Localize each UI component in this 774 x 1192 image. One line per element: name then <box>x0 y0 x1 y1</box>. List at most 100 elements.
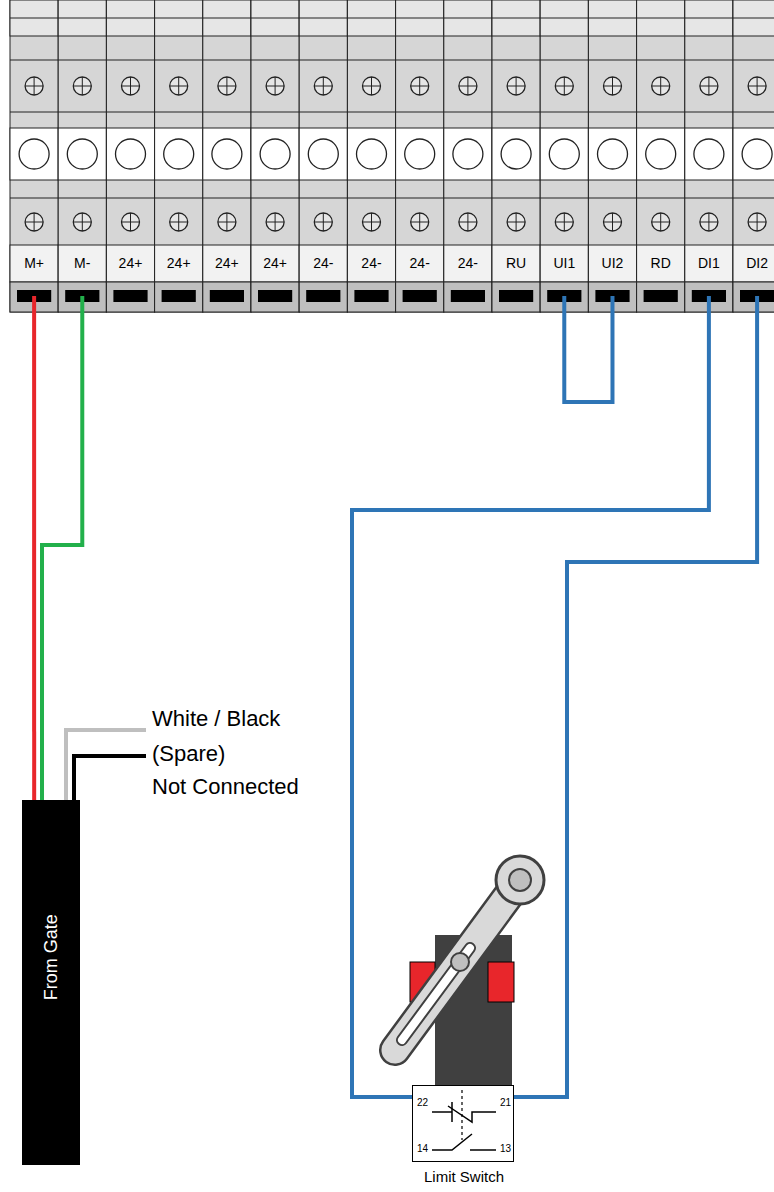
terminal-label: M- <box>74 255 90 271</box>
terminal-edge <box>106 112 154 113</box>
screw <box>122 213 140 231</box>
test-hole <box>549 139 579 169</box>
screw-slot <box>757 77 758 95</box>
terminal-label-cell <box>106 245 154 282</box>
terminal-edge <box>58 198 106 199</box>
screw-slot <box>419 213 420 231</box>
terminal-window <box>685 128 733 180</box>
screw <box>555 77 573 95</box>
no-contact <box>432 1134 472 1150</box>
terminal-edge <box>251 18 299 19</box>
terminal-edge <box>685 60 733 61</box>
terminal-edge <box>58 60 106 61</box>
screw <box>507 213 525 231</box>
terminal-edge <box>685 198 733 199</box>
terminal-edge <box>299 198 347 199</box>
terminal-header <box>203 0 251 36</box>
terminal-block <box>155 0 203 312</box>
terminal-header <box>637 0 685 36</box>
terminal-label: 24+ <box>167 255 191 271</box>
screw-slot <box>226 213 227 231</box>
screw-slot <box>467 213 468 231</box>
terminal-label: DI1 <box>698 255 720 271</box>
terminal-label: DI2 <box>746 255 768 271</box>
screw <box>314 77 332 95</box>
terminal-header <box>588 0 636 36</box>
terminal-label: 24- <box>361 255 381 271</box>
terminal-block <box>251 0 299 312</box>
screw-slot <box>516 77 517 95</box>
terminal-node: M- <box>58 0 106 296</box>
limit-switch-label: 14 <box>417 1143 428 1155</box>
roller <box>496 856 544 904</box>
limit-switch-label: 13 <box>500 1143 511 1155</box>
screw <box>266 77 284 95</box>
terminal-entry <box>637 282 685 312</box>
terminal-header <box>347 0 395 36</box>
terminal-edge <box>685 18 733 19</box>
terminal-entry <box>106 282 154 312</box>
limit-switch-label: 22 <box>417 1097 428 1109</box>
terminal-edge <box>733 60 774 61</box>
screw-slot <box>371 77 372 95</box>
terminal-edge <box>444 60 492 61</box>
terminal-header <box>733 0 774 36</box>
screw <box>363 213 381 231</box>
nc-contact <box>448 1106 496 1122</box>
terminal-edge <box>588 60 636 61</box>
terminal-node: 24+ <box>155 0 203 296</box>
terminal-label-cell <box>299 245 347 282</box>
terminal-entry <box>155 282 203 312</box>
test-hole <box>646 139 676 169</box>
wire <box>514 296 757 1097</box>
terminal-node: DI1 <box>685 0 733 296</box>
terminal-window <box>106 128 154 180</box>
test-hole <box>308 139 338 169</box>
terminal-edge <box>396 18 444 19</box>
terminal-label: UI1 <box>553 255 575 271</box>
screw-slot <box>660 213 661 231</box>
wire-slot <box>451 290 485 302</box>
terminal-edge <box>492 18 540 19</box>
screw <box>700 213 718 231</box>
test-hole <box>742 139 772 169</box>
test-hole <box>260 139 290 169</box>
screw-slot <box>371 213 372 231</box>
terminal-label-cell <box>444 245 492 282</box>
terminal-edge <box>58 18 106 19</box>
terminal-edge <box>347 112 395 113</box>
screw-slot <box>275 77 276 95</box>
terminal-label-cell <box>58 245 106 282</box>
test-hole <box>694 139 724 169</box>
screw-slot <box>564 213 565 231</box>
terminal-window <box>299 128 347 180</box>
screw-slot <box>178 213 179 231</box>
screw <box>363 77 381 95</box>
wire-slot <box>354 290 388 302</box>
screw-slot <box>564 77 565 95</box>
terminal-window <box>588 128 636 180</box>
terminal-entry <box>347 282 395 312</box>
terminal-edge <box>492 60 540 61</box>
test-hole <box>598 139 628 169</box>
screw <box>748 77 766 95</box>
nc-contact <box>451 1102 453 1122</box>
screw-slot <box>226 77 227 95</box>
wire-slot <box>113 290 147 302</box>
terminal-edge <box>10 60 58 61</box>
test-hole <box>116 139 146 169</box>
screw-slot <box>467 77 468 95</box>
terminal-block <box>637 0 685 312</box>
terminal-edge <box>733 112 774 113</box>
terminal-block <box>444 0 492 312</box>
screw <box>314 213 332 231</box>
screw <box>652 77 670 95</box>
terminal-edge <box>637 60 685 61</box>
terminal-entry <box>444 282 492 312</box>
screw <box>411 77 429 95</box>
wire <box>32 296 36 800</box>
terminal-node: 24- <box>396 0 444 296</box>
terminal-node: 24- <box>347 0 395 296</box>
terminal-window <box>444 128 492 180</box>
